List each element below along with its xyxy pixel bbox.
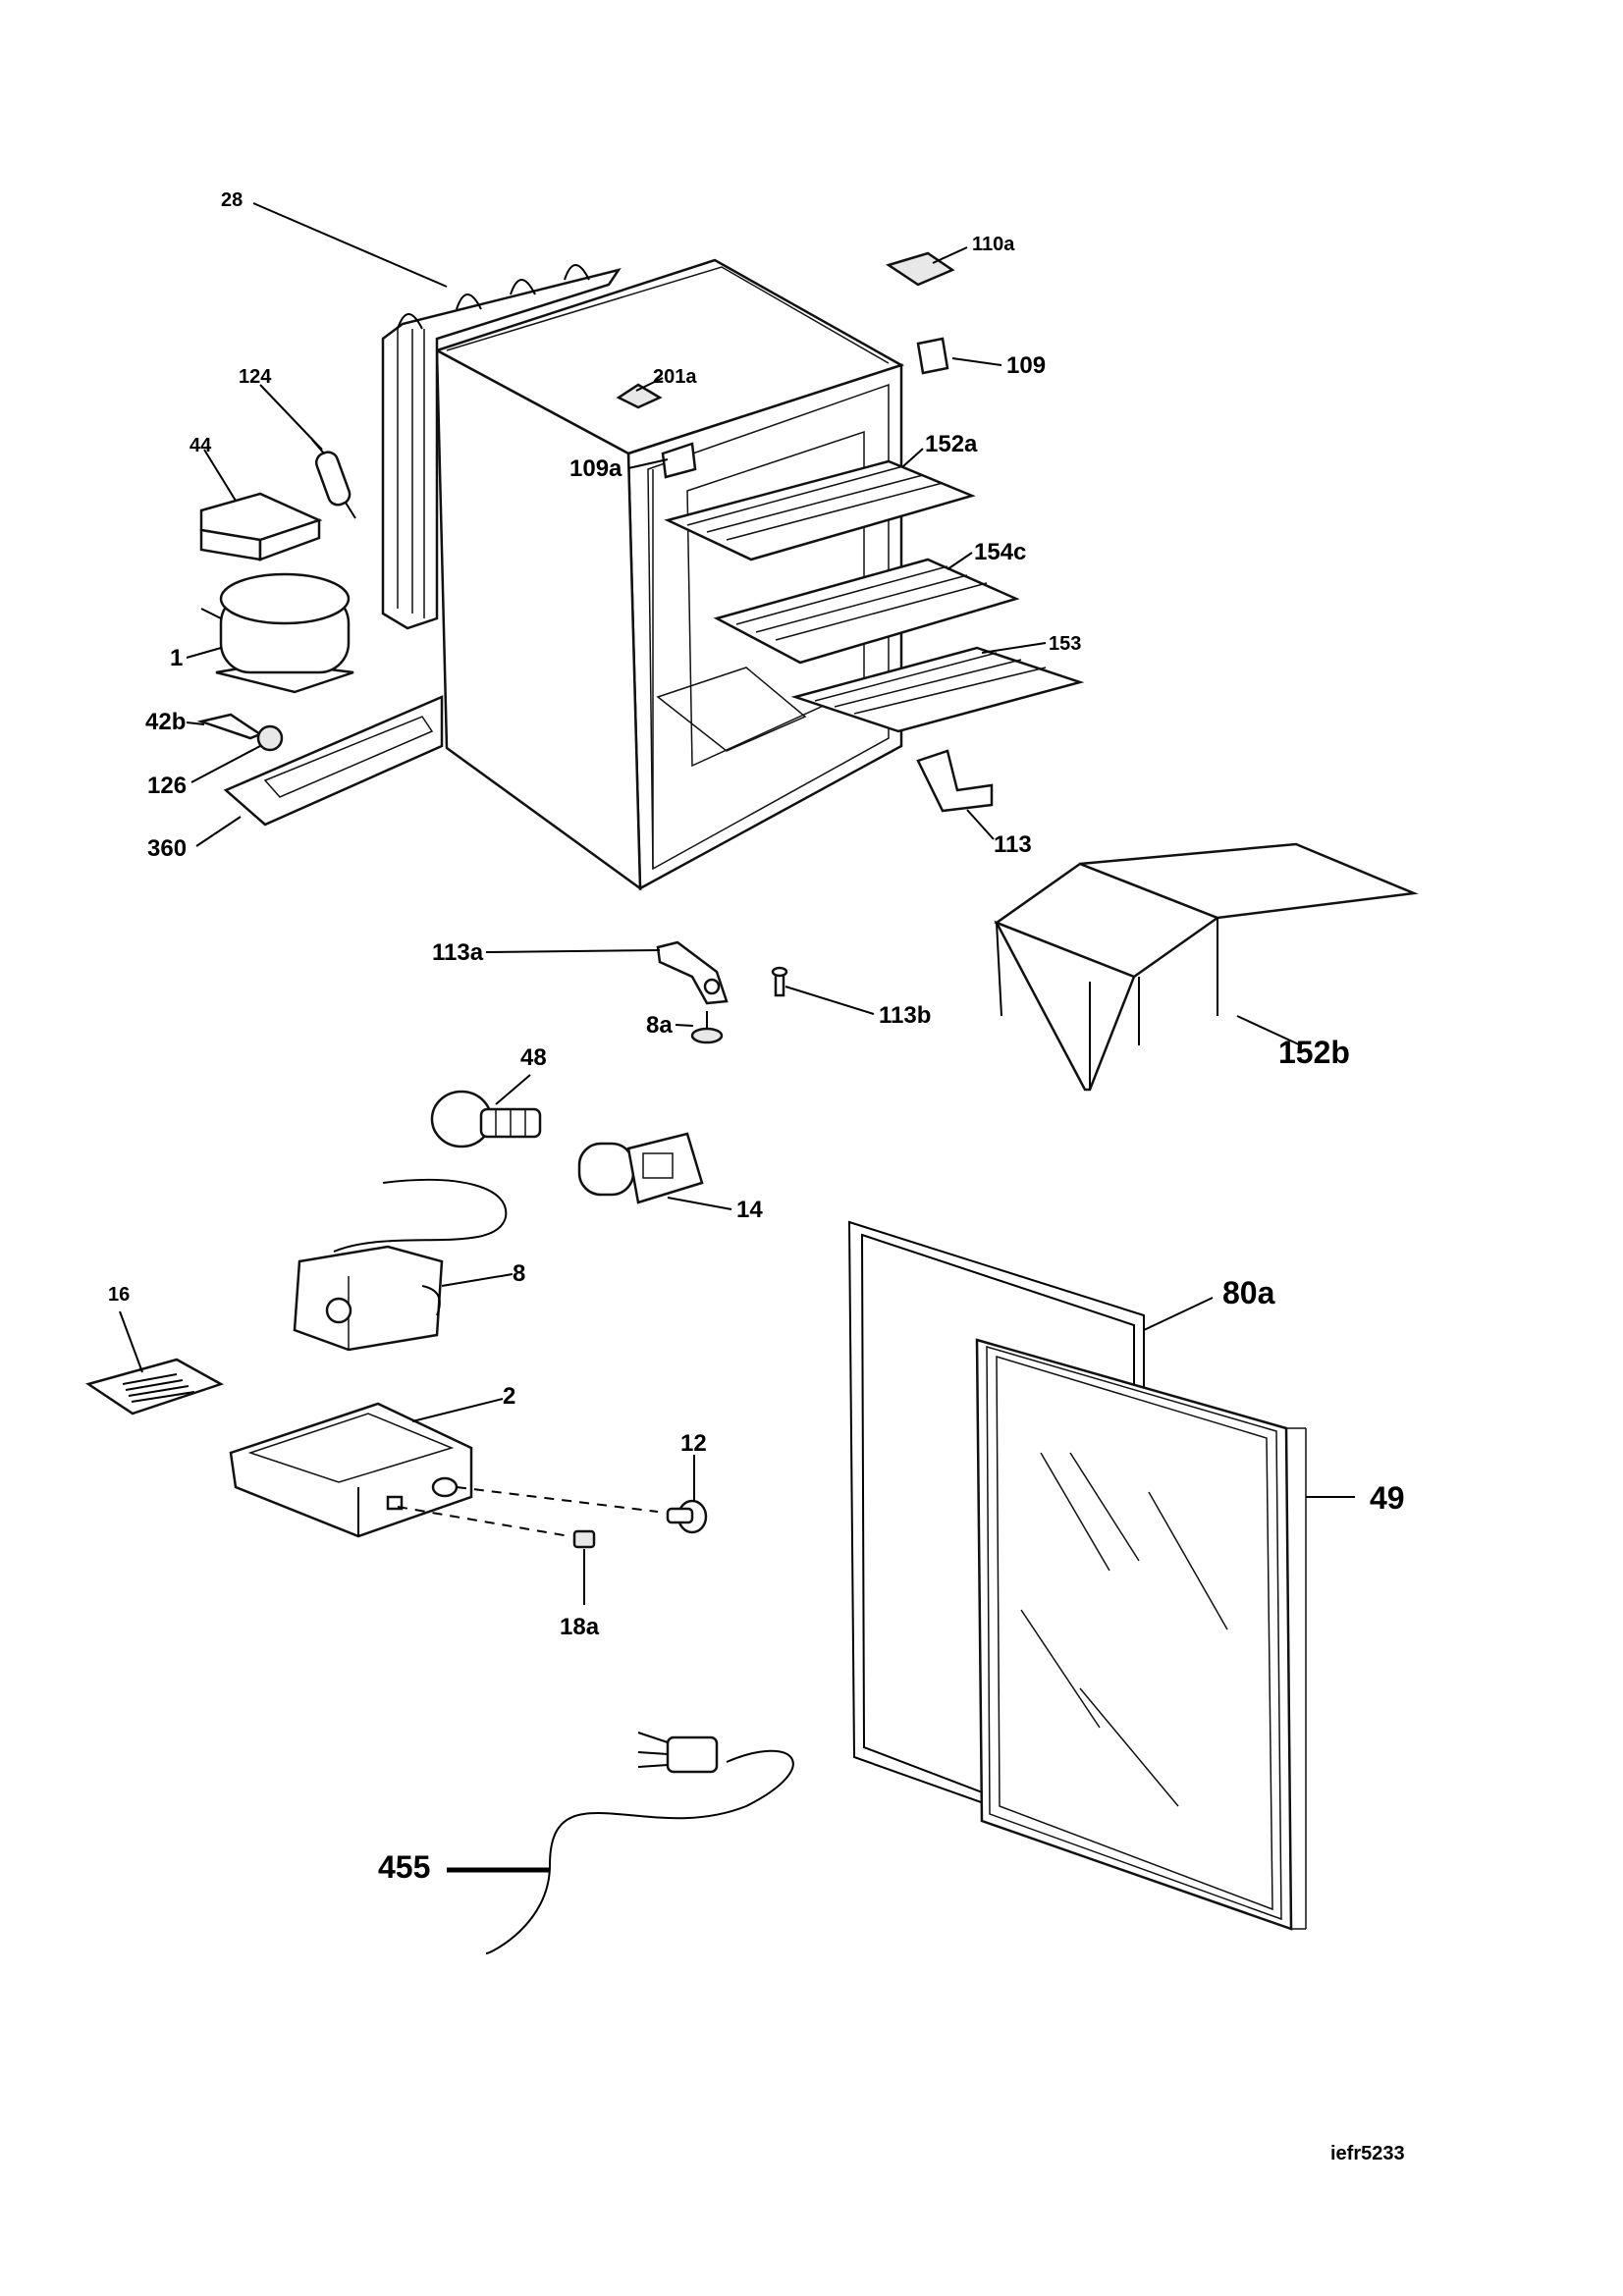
label-8: 8 <box>513 1260 525 1287</box>
label-80a: 80a <box>1222 1275 1275 1310</box>
part-labels: 28 110a 109 124 201a 44 109a 152a 154c 1… <box>108 189 1405 2164</box>
hinge-cover-201a <box>616 383 663 409</box>
label-8a: 8a <box>646 1012 673 1039</box>
label-152a: 152a <box>925 431 978 457</box>
shelf-152a <box>664 459 976 561</box>
fridge-cabinet <box>433 258 905 891</box>
label-109: 109 <box>1006 352 1046 379</box>
thermostat-housing-2 <box>229 1402 659 1538</box>
compressor-1 <box>200 572 354 694</box>
tray-44 <box>199 492 323 561</box>
label-110a: 110a <box>972 234 1015 255</box>
label-152b: 152b <box>1278 1035 1350 1070</box>
leader-lines <box>119 202 1355 1873</box>
instruction-card-16 <box>85 1358 225 1415</box>
label-113: 113 <box>994 831 1032 858</box>
label-109a: 109a <box>569 455 622 482</box>
bracket-42b <box>196 713 263 740</box>
label-113a: 113a <box>432 939 484 966</box>
label-44: 44 <box>189 435 212 456</box>
power-cord-455 <box>485 1732 794 1954</box>
lamp-holder-14 <box>577 1132 704 1204</box>
filter-drier-124 <box>311 439 356 519</box>
thermostat-8 <box>293 1178 508 1352</box>
switch-18a <box>572 1529 596 1549</box>
knob-12 <box>666 1499 708 1534</box>
label-201a: 201a <box>653 366 697 388</box>
shelf-153 <box>790 646 1085 733</box>
hinge-109 <box>916 337 949 375</box>
label-124: 124 <box>239 366 272 388</box>
label-1: 1 <box>170 645 183 671</box>
label-153: 153 <box>1049 633 1081 655</box>
lamp-bulb-48 <box>430 1090 542 1148</box>
label-455: 455 <box>378 1849 430 1885</box>
label-2: 2 <box>503 1383 515 1410</box>
document-code: iefr5233 <box>1330 2143 1405 2164</box>
screw-113b <box>771 966 788 997</box>
label-12: 12 <box>680 1430 707 1457</box>
foot-8a <box>690 1011 724 1044</box>
label-360: 360 <box>147 835 187 862</box>
door-49 <box>975 1338 1307 1931</box>
base-plate-360 <box>223 695 444 827</box>
label-48: 48 <box>520 1044 547 1071</box>
label-18a: 18a <box>560 1614 600 1640</box>
grommet-126 <box>256 724 284 752</box>
label-154c: 154c <box>974 539 1026 565</box>
label-126: 126 <box>147 773 187 799</box>
hinge-109a <box>661 442 697 479</box>
label-28: 28 <box>221 189 243 211</box>
crisper-152b <box>994 842 1419 1092</box>
hinge-113a <box>656 940 729 1005</box>
label-14: 14 <box>736 1197 763 1223</box>
condenser-coil <box>381 264 622 630</box>
hinge-113 <box>916 749 994 813</box>
label-42b: 42b <box>145 709 186 735</box>
shelf-154c <box>713 558 1020 665</box>
label-49: 49 <box>1370 1480 1405 1516</box>
label-113b: 113b <box>879 1002 931 1029</box>
label-16: 16 <box>108 1284 130 1306</box>
